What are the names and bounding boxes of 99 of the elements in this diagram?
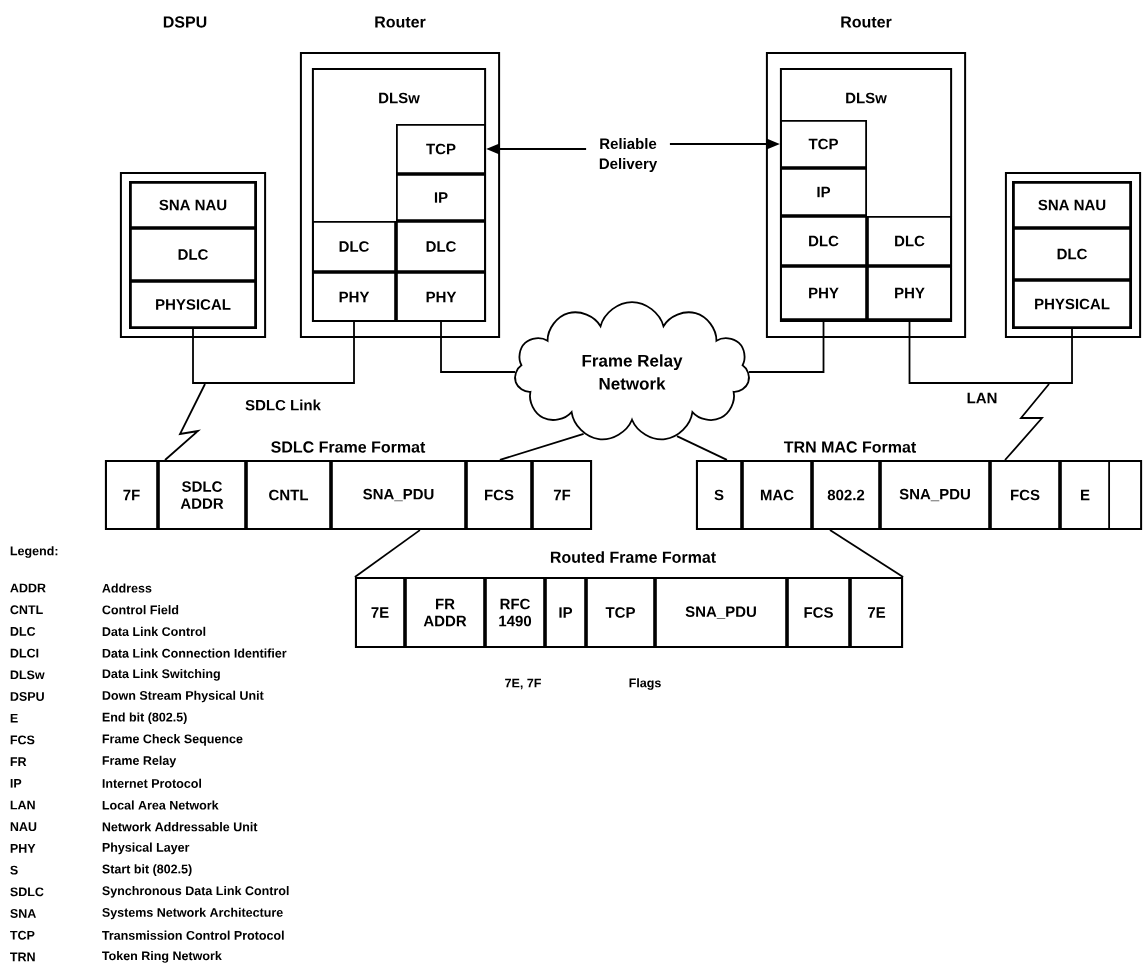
connector-line xyxy=(192,321,355,384)
abbreviation-meaning: Internet Protocol xyxy=(102,778,201,788)
edge-label: SDLC Link xyxy=(244,398,322,412)
abbreviation: DSPU xyxy=(10,692,44,701)
abbreviation-meaning: Frame Check Sequence xyxy=(102,734,243,746)
abbreviation-meaning: Data Link Control xyxy=(102,626,206,636)
abbreviation-meaning: Systems Network Architecture xyxy=(102,907,283,920)
abbreviation: LAN xyxy=(10,800,35,810)
field-cell: SNA_PDU xyxy=(655,577,787,648)
field-cell: IP xyxy=(545,577,586,648)
protocol-layer-box: PHY xyxy=(312,272,396,322)
node-label: Router xyxy=(841,16,892,28)
protocol-layer-box: IP xyxy=(780,168,867,216)
abbreviation: DLCI xyxy=(10,648,39,658)
edge-label: LAN xyxy=(965,391,999,405)
protocol-layer-box: PHYSICAL xyxy=(1013,280,1131,328)
abbreviation-meaning: Token Ring Network xyxy=(102,951,222,963)
abbreviation: CNTL xyxy=(10,605,43,615)
abbreviation: IP xyxy=(10,779,22,788)
protocol-layer-box: IP xyxy=(396,174,486,221)
field-cell: 7E xyxy=(355,577,405,648)
connector-line xyxy=(748,319,825,373)
device-heading: DSPU xyxy=(163,16,207,28)
protocol-layer-box: PHY xyxy=(396,272,486,322)
abbreviation-meaning: Start bit (802.5) xyxy=(102,864,192,876)
abbreviation: PHY xyxy=(10,844,36,853)
field-cell: FCS xyxy=(466,460,532,530)
abbreviation: NAU xyxy=(10,822,37,832)
protocol-layer-box: PHYSICAL xyxy=(130,281,256,328)
abbreviation-meaning: Transmission Control Protocol xyxy=(102,930,284,940)
abbreviation-meaning: Local Area Network xyxy=(102,800,219,810)
abbreviation: FCS xyxy=(10,735,35,745)
protocol-layer-box: DLC xyxy=(780,216,867,266)
connector-line xyxy=(499,433,585,461)
node-label: Routed Frame Format xyxy=(550,551,716,563)
field-cell: 7E xyxy=(850,577,903,648)
field-cell: 7F xyxy=(105,460,158,530)
field-cell: MAC xyxy=(742,460,812,530)
field-cell: SNA_PDU xyxy=(880,460,990,530)
protocol-layer-box: DLC xyxy=(1013,228,1131,280)
abbreviation: TCP xyxy=(10,930,35,940)
abbreviation: DLSw xyxy=(10,670,45,680)
field-cell: SNA_PDU xyxy=(331,460,466,530)
abbreviation-meaning: Address xyxy=(102,583,152,593)
connector-line xyxy=(908,319,1073,384)
lightning-bolt xyxy=(164,383,206,461)
abbreviation: DLC xyxy=(10,627,36,636)
field-cell: RFC 1490 xyxy=(485,577,545,648)
legend-heading: Legend: xyxy=(10,546,58,558)
node-label: TRN MAC Format xyxy=(783,441,917,453)
lightning-bolt xyxy=(1004,383,1050,461)
protocol-layer-box: DLC xyxy=(312,221,396,272)
note-text: Flags xyxy=(629,678,661,690)
annotation-text: Reliable Delivery xyxy=(599,138,658,172)
connector-line xyxy=(829,529,904,578)
abbreviation-meaning: End bit (802.5) xyxy=(102,712,187,725)
abbreviation: SDLC xyxy=(10,887,44,897)
protocol-layer-box: DLC xyxy=(867,216,952,266)
field-cell: SDLC ADDR xyxy=(158,460,246,530)
protocol-layer-box: PHY xyxy=(780,266,867,320)
abbreviation-meaning: Data Link Switching xyxy=(102,668,220,681)
field-cell: FCS xyxy=(787,577,850,648)
protocol-layer-box: DLC xyxy=(396,221,486,272)
abbreviation-meaning: Down Stream Physical Unit xyxy=(102,690,264,703)
abbreviation-meaning: Synchronous Data Link Control xyxy=(102,886,289,898)
abbreviation-meaning: Frame Relay xyxy=(102,755,177,768)
connector-line xyxy=(676,435,728,461)
abbreviation: SNA xyxy=(10,909,36,918)
field-cell: 7F xyxy=(532,460,592,530)
node-label: SDLC Frame Format xyxy=(271,441,426,453)
protocol-layer-box: PHY xyxy=(867,266,952,320)
abbreviation-meaning: Control Field xyxy=(102,605,179,615)
field-cell: FR ADDR xyxy=(405,577,485,648)
connector-line xyxy=(440,321,516,373)
field-cell: CNTL xyxy=(246,460,331,530)
abbreviation: S xyxy=(10,865,18,875)
abbreviation: FR xyxy=(10,757,27,766)
note-text: 7E, 7F xyxy=(505,678,541,690)
node-label: Router xyxy=(375,16,426,28)
field-cell: TCP xyxy=(586,577,655,648)
abbreviation: ADDR xyxy=(10,583,46,593)
protocol-layer-box: TCP xyxy=(396,124,486,174)
abbreviation-meaning: Network Addressable Unit xyxy=(102,822,258,832)
field-cell: S xyxy=(696,460,742,530)
abbreviation: E xyxy=(10,713,18,723)
protocol-layer-box: SNA NAU xyxy=(1013,182,1131,228)
device-box xyxy=(1004,171,1142,339)
field-cell: E xyxy=(1060,460,1110,530)
field-cell: 802.2 xyxy=(812,460,880,530)
abbreviation-meaning: Physical Layer xyxy=(102,842,190,855)
abbreviation-meaning: Data Link Connection Identifier xyxy=(102,648,287,658)
network-cloud: Frame Relay Network xyxy=(514,301,750,441)
abbreviation: TRN xyxy=(10,952,35,962)
connector-line xyxy=(354,529,421,578)
protocol-layer-box: TCP xyxy=(780,120,867,168)
device-box xyxy=(119,171,267,339)
protocol-layer-box: DLC xyxy=(130,228,256,281)
field-cell: FCS xyxy=(990,460,1060,530)
protocol-layer-box: SNA NAU xyxy=(130,182,256,228)
